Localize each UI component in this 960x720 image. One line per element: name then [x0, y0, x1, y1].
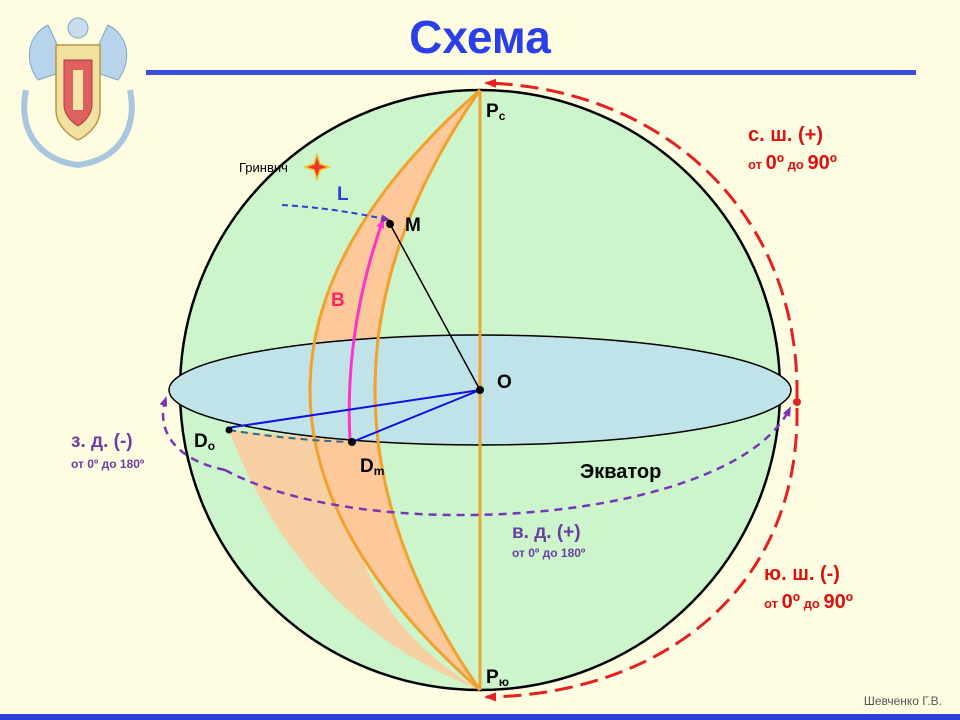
author-credit: Шевченко Г.В.	[863, 694, 942, 708]
dm-label: Dm	[360, 456, 384, 478]
west-longitude-arrow	[159, 396, 226, 472]
north-pole-label: Pс	[486, 101, 506, 123]
west-longitude-title: з. д. (-)	[71, 431, 133, 452]
center-point	[476, 386, 484, 394]
point-d0	[225, 426, 233, 434]
latitude-label: B	[331, 290, 345, 311]
title-underline	[146, 70, 916, 75]
footer-bar	[0, 714, 960, 720]
greenwich-meridian	[308, 88, 481, 692]
south-pole-label: Pю	[486, 667, 509, 689]
emblem-logo	[21, 17, 135, 169]
greenwich-star-icon	[302, 152, 332, 182]
point-m-label: M	[405, 215, 421, 236]
radius-od0	[226, 389, 481, 429]
equator-label: Экватор	[580, 461, 661, 483]
west-longitude-range: от 0º до 180º	[71, 457, 145, 471]
point-meridian	[373, 89, 482, 691]
point-dm	[348, 438, 356, 446]
east-longitude-title: в. д. (+)	[512, 522, 581, 543]
south-latitude-range: от 0º до 90º	[764, 591, 853, 613]
longitude-arc	[281, 204, 391, 223]
page-title: Схема	[409, 11, 551, 63]
equator-arc-d0-dm	[228, 429, 351, 443]
south-latitude-arrow	[484, 407, 799, 702]
longitude-label: L	[337, 184, 349, 205]
radius-om	[389, 223, 481, 391]
greenwich-label: Гринвич	[239, 160, 288, 175]
north-latitude-arrow	[484, 78, 799, 399]
east-longitude-arrow	[224, 406, 792, 517]
point-m	[386, 220, 394, 228]
d0-label: Dо	[194, 431, 215, 453]
center-o-label: O	[497, 372, 512, 393]
latitude-arc	[347, 218, 385, 442]
radius-odm	[351, 389, 481, 443]
east-longitude-range: от 0º до 180º	[512, 546, 586, 560]
north-latitude-title: с. ш. (+)	[748, 124, 823, 146]
north-latitude-range: от 0º до 90º	[748, 152, 837, 174]
south-latitude-title: ю. ш. (-)	[764, 563, 840, 585]
equator-start-dot	[793, 398, 801, 406]
